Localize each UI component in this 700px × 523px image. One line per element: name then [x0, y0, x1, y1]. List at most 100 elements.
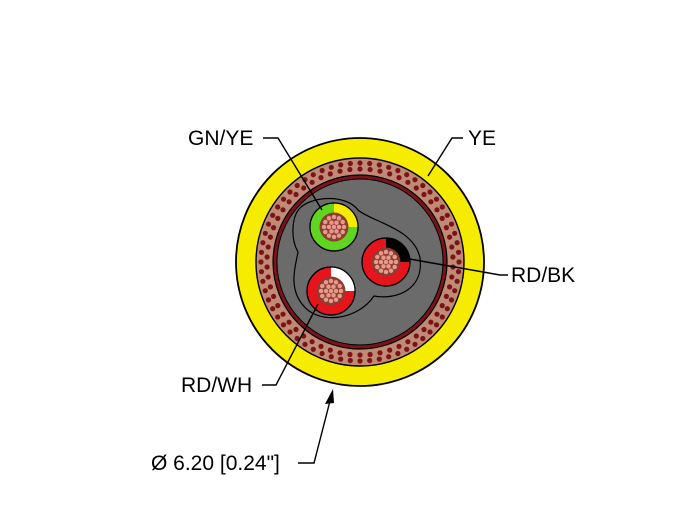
shield-hole: [293, 191, 299, 198]
shield-hole: [287, 189, 293, 195]
shield-hole: [294, 182, 300, 189]
shield-hole: [260, 278, 266, 284]
shield-hole: [267, 234, 273, 240]
conductor-strand: [339, 219, 346, 225]
shield-hole: [280, 207, 286, 213]
shield-hole: [413, 185, 419, 191]
conductor-strand: [328, 219, 335, 226]
shield-hole: [310, 172, 316, 178]
shield-hole: [357, 352, 363, 358]
shield-hole: [428, 199, 434, 205]
shield-hole: [337, 168, 343, 174]
shield-hole: [420, 335, 426, 342]
shield-hole: [258, 259, 264, 265]
conductor-strand: [378, 250, 384, 257]
core-gn-ye: [309, 202, 359, 252]
conductor-strand: [380, 254, 387, 261]
shield-hole: [443, 293, 449, 299]
shield-hole: [347, 357, 353, 364]
shield-hole: [433, 196, 440, 202]
conductor-strand: [328, 228, 335, 235]
shield-hole: [318, 175, 324, 181]
label-diameter: Ø 6.20 [0.24"]: [151, 452, 280, 475]
shield-hole: [275, 215, 281, 221]
core-rd-bk: [361, 237, 411, 287]
shield-hole: [455, 249, 462, 255]
conductor-strand: [391, 254, 398, 260]
shield-hole: [444, 212, 450, 218]
shield-hole: [455, 269, 462, 275]
conductor-strand: [391, 264, 398, 270]
shield-hole: [262, 288, 268, 294]
conductor-strand: [378, 267, 384, 274]
shield-hole: [337, 350, 343, 356]
shield-hole: [447, 284, 453, 290]
conductor-strand: [388, 250, 394, 257]
shield-hole: [286, 199, 292, 205]
shield-hole: [270, 306, 276, 312]
shield-hole: [347, 351, 353, 358]
shield-hole: [450, 254, 456, 260]
shield-hole: [456, 259, 462, 265]
shield-hole: [449, 274, 455, 280]
conductor-strand: [331, 234, 337, 240]
shield-hole: [396, 175, 402, 181]
conductor-strand: [328, 278, 334, 284]
shield-hole: [395, 350, 401, 357]
shield-hole: [328, 164, 334, 170]
conductor-strand: [333, 219, 340, 226]
shield-hole: [428, 319, 434, 325]
conductor-strand: [323, 296, 329, 303]
shield-hole: [280, 322, 287, 328]
shield-hole: [386, 164, 392, 170]
shield-hole: [439, 215, 445, 221]
shield-hole: [287, 329, 293, 335]
shield-hole: [404, 346, 410, 352]
shield-hole: [376, 162, 382, 168]
shield-hole: [294, 335, 300, 342]
shield-hole: [275, 303, 281, 309]
shield-hole: [260, 240, 266, 246]
shield-hole: [412, 341, 418, 347]
conductor-strand: [336, 232, 342, 239]
conductor-strand: [385, 254, 392, 261]
shield-hole: [377, 168, 383, 174]
shield-hole: [267, 284, 273, 290]
label-gn-ye: GN/YE: [188, 127, 253, 150]
shield-hole: [454, 240, 460, 246]
diameter-arrowhead: [325, 389, 334, 404]
conductor-strand: [383, 269, 389, 275]
shield-hole: [387, 347, 393, 353]
shield-hole: [412, 177, 418, 183]
conductor-strand: [339, 229, 346, 235]
shield-hole: [413, 333, 419, 339]
conductor-strand: [325, 292, 332, 299]
conductor-strand: [322, 219, 329, 225]
shield-hole: [433, 322, 440, 328]
shield-hole: [258, 269, 265, 275]
conductor-strand: [325, 283, 332, 290]
leader-diameter: [298, 400, 331, 464]
shield-hole: [448, 297, 455, 303]
shield-hole: [309, 179, 315, 185]
shield-hole: [357, 160, 363, 166]
conductor-strand: [388, 267, 394, 274]
conductor-strand: [380, 263, 387, 270]
conductor-strand: [321, 224, 327, 230]
conductor-strand: [319, 283, 326, 289]
conductor-strand: [333, 279, 339, 286]
conductor-strand: [326, 215, 332, 222]
shield-hole: [405, 339, 411, 345]
shield-hole: [357, 166, 363, 172]
conductor-strand: [330, 283, 337, 290]
shield-hole: [264, 264, 270, 270]
shield-hole: [270, 212, 276, 218]
shield-hole: [271, 293, 277, 299]
leader-rd-wh: [262, 303, 319, 386]
conductor-strand: [338, 288, 344, 294]
shield-hole: [386, 354, 392, 360]
label-rd-bk: RD/BK: [511, 264, 575, 287]
shield-hole: [302, 341, 308, 347]
shield-hole: [309, 339, 315, 345]
shield-hole: [427, 189, 433, 195]
